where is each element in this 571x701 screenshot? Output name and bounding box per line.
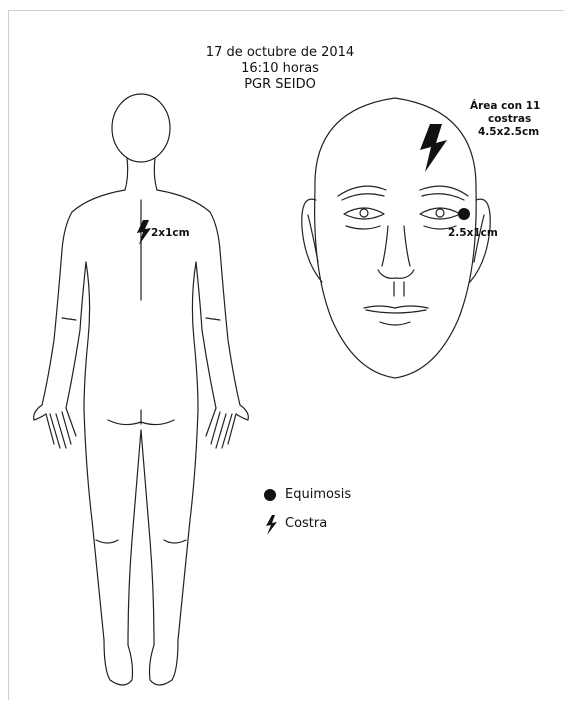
eye-bruise-dot-icon: [458, 208, 470, 220]
legend-costra-label: Costra: [285, 516, 327, 532]
legend-dot-icon: [264, 489, 276, 501]
header-agency: PGR SEIDO: [200, 77, 360, 93]
face-area-label-line1: Área con 11: [470, 100, 540, 112]
forehead-scab-bolt-icon: [420, 124, 447, 172]
face-area-label-line2: costras: [488, 113, 531, 125]
face-area-label-line3: 4.5x2.5cm: [478, 126, 539, 138]
back-scab-bolt-icon: [137, 220, 151, 245]
header-date: 17 de octubre de 2014: [200, 45, 360, 61]
header-time: 16:10 horas: [200, 61, 360, 77]
back-scab-label: 2x1cm: [151, 227, 190, 239]
legend-bolt-icon: [266, 515, 277, 535]
legend-equimosis-label: Equimosis: [285, 487, 351, 503]
body-back-figure: [34, 94, 249, 685]
eye-bruise-label: 2.5x1cm: [448, 227, 498, 239]
